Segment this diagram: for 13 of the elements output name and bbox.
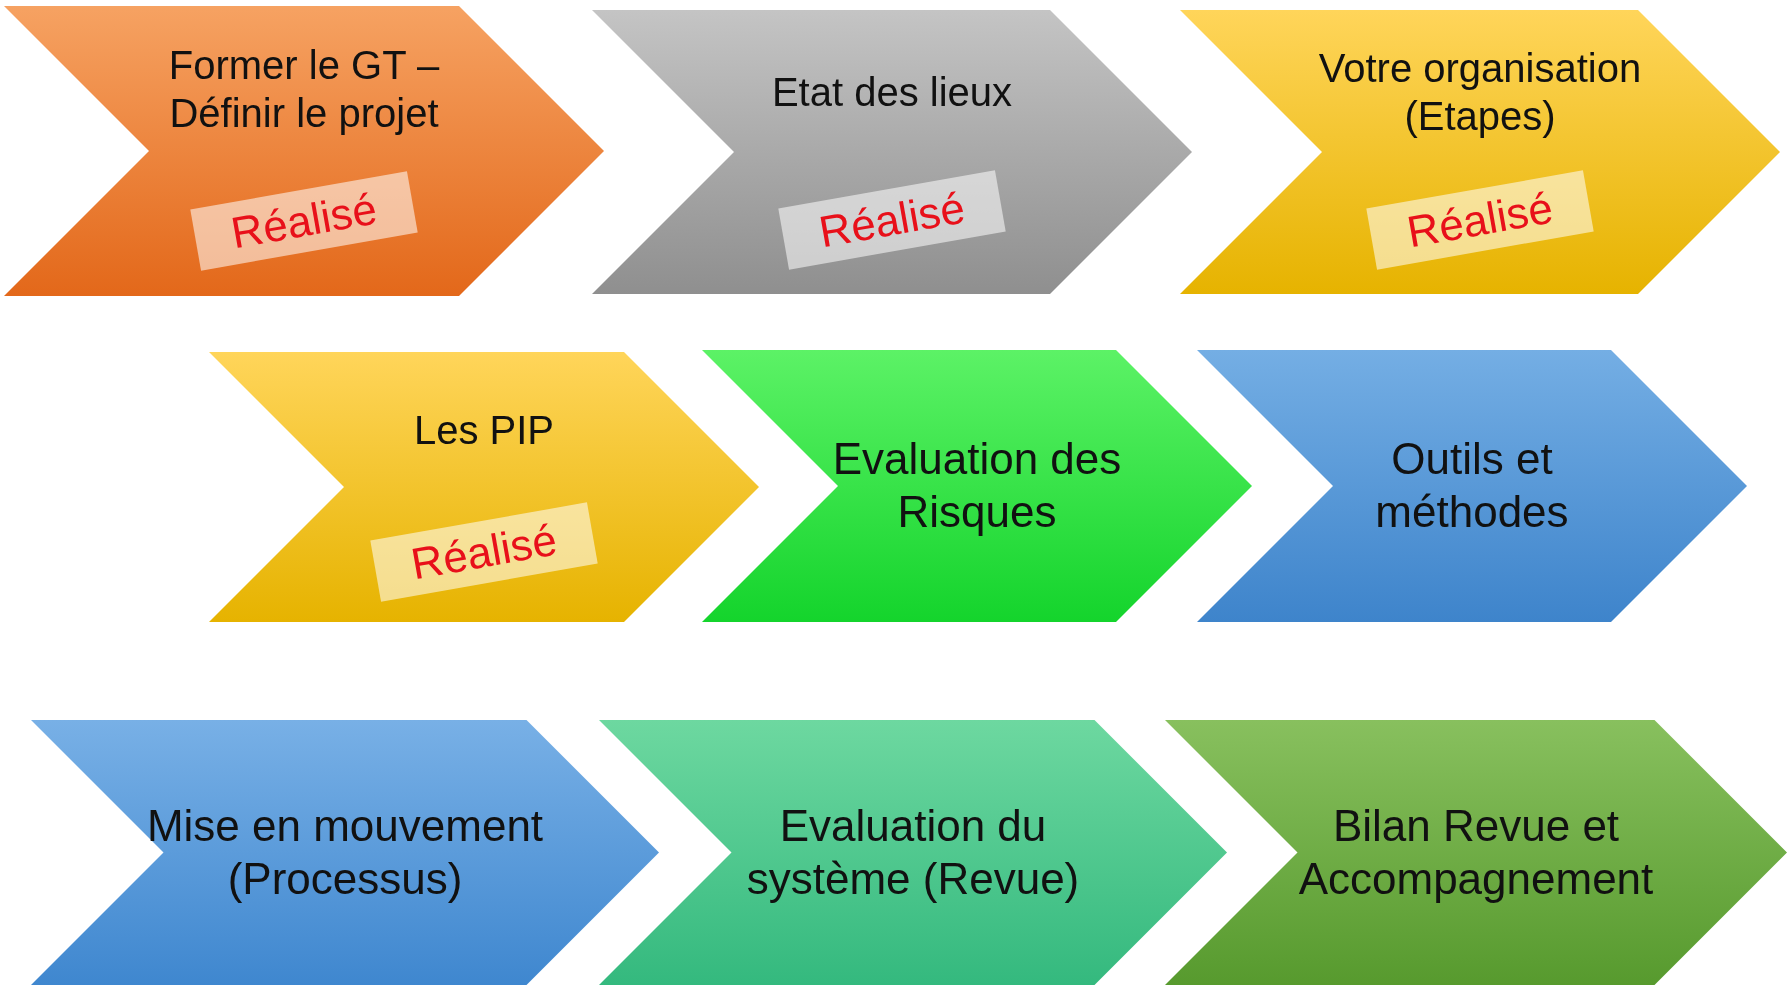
step-label: Les PIP <box>413 407 555 455</box>
step-label: Votre organisation (Etapes) <box>1317 44 1643 140</box>
step-label: Evaluation des Risques <box>831 433 1123 538</box>
status-stamp: Réalisé <box>190 170 418 271</box>
step-label: Bilan Revue et Accompagnement <box>1297 799 1655 905</box>
step-label: Etat des lieux <box>771 68 1013 116</box>
status-stamp: Réalisé <box>778 170 1006 270</box>
step-label: Outils et méthodes <box>1374 433 1570 538</box>
status-stamp: Réalisé <box>370 502 598 602</box>
step-label: Former le GT – Définir le projet <box>167 42 441 138</box>
status-stamp: Réalisé <box>1366 170 1594 270</box>
step-label: Evaluation du système (Revue) <box>745 799 1081 905</box>
step-label: Mise en mouvement (Processus) <box>145 799 545 905</box>
